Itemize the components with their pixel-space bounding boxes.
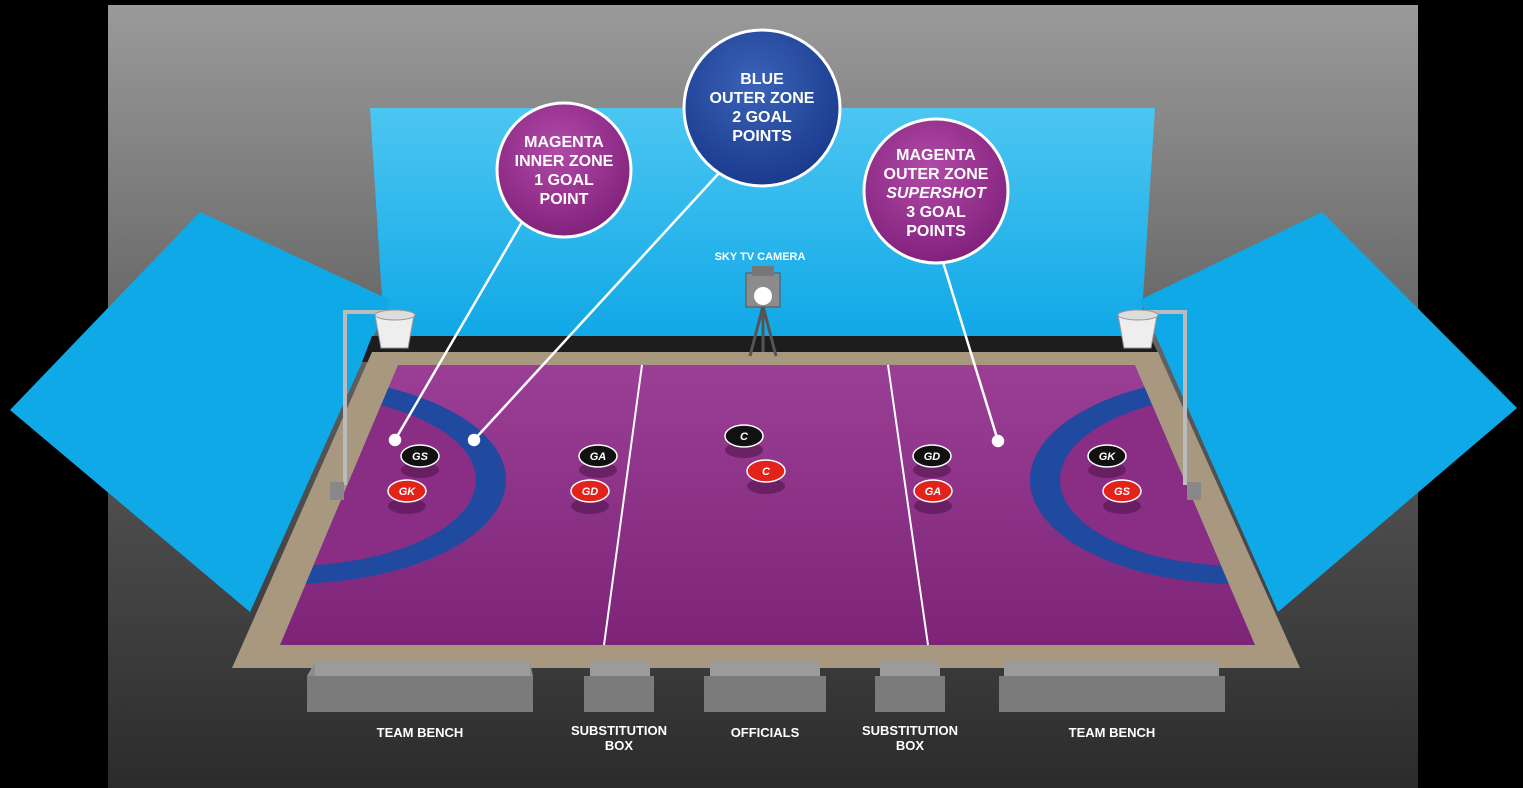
callout-supershot-zone: MAGENTA OUTER ZONE SUPERSHOT 3 GOAL POIN… bbox=[864, 119, 1008, 263]
callout-supershot-line-2: OUTER ZONE bbox=[884, 166, 989, 183]
player-red-gk: GK bbox=[388, 480, 426, 502]
player-black-gs: GS bbox=[401, 445, 439, 467]
player-black-gk: GK bbox=[1088, 445, 1126, 467]
player-red-c: C bbox=[747, 460, 785, 482]
callout-blue-line-3: 2 GOAL bbox=[732, 109, 792, 126]
svg-text:GS: GS bbox=[412, 451, 429, 463]
callout-inner-zone: MAGENTA INNER ZONE 1 GOAL POINT bbox=[497, 103, 631, 237]
player-red-gs: GS bbox=[1103, 480, 1141, 502]
svg-text:GA: GA bbox=[925, 486, 942, 498]
team-bench-right-label: TEAM BENCH bbox=[1069, 725, 1156, 740]
callout-supershot-line-4: 3 GOAL bbox=[906, 204, 966, 221]
officials-table bbox=[704, 676, 826, 712]
callout-inner-zone-line-4: POINT bbox=[540, 191, 589, 208]
callout-supershot-line-5: POINTS bbox=[906, 223, 966, 240]
callout-supershot-line-1: MAGENTA bbox=[896, 147, 976, 164]
callout-blue-line-1: BLUE bbox=[740, 71, 784, 88]
camera-label: SKY TV CAMERA bbox=[715, 251, 806, 263]
svg-text:C: C bbox=[740, 431, 749, 443]
callout-blue-outer-zone: BLUE OUTER ZONE 2 GOAL POINTS bbox=[684, 30, 840, 186]
svg-text:C: C bbox=[762, 466, 771, 478]
svg-text:GA: GA bbox=[590, 451, 607, 463]
player-black-gd: GD bbox=[913, 445, 951, 467]
player-black-c: C bbox=[725, 425, 763, 447]
callout-blue-line-4: POINTS bbox=[732, 128, 792, 145]
svg-text:GS: GS bbox=[1114, 486, 1131, 498]
callout-inner-zone-line-3: 1 GOAL bbox=[534, 172, 594, 189]
officials-label: OFFICIALS bbox=[731, 725, 800, 740]
callout-supershot-line-3: SUPERSHOT bbox=[886, 185, 987, 202]
callout-inner-zone-line-2: INNER ZONE bbox=[515, 153, 614, 170]
player-red-ga: GA bbox=[914, 480, 952, 502]
substitution-box-right bbox=[875, 676, 945, 712]
courtside-furniture bbox=[307, 662, 1225, 712]
callout-inner-zone-line-1: MAGENTA bbox=[524, 134, 604, 151]
substitution-box-left bbox=[584, 676, 654, 712]
team-bench-right bbox=[999, 676, 1225, 712]
substitution-box-left-label-2: BOX bbox=[605, 738, 634, 753]
player-red-gd: GD bbox=[571, 480, 609, 502]
player-black-ga: GA bbox=[579, 445, 617, 467]
svg-text:GK: GK bbox=[399, 486, 417, 498]
substitution-box-right-label-2: BOX bbox=[896, 738, 925, 753]
callout-blue-line-2: OUTER ZONE bbox=[710, 90, 815, 107]
svg-text:GK: GK bbox=[1099, 451, 1117, 463]
substitution-box-right-label-1: SUBSTITUTION bbox=[862, 723, 958, 738]
team-bench-left-label: TEAM BENCH bbox=[377, 725, 464, 740]
substitution-box-left-label-1: SUBSTITUTION bbox=[571, 723, 667, 738]
svg-text:GD: GD bbox=[582, 486, 599, 498]
svg-text:GD: GD bbox=[924, 451, 941, 463]
